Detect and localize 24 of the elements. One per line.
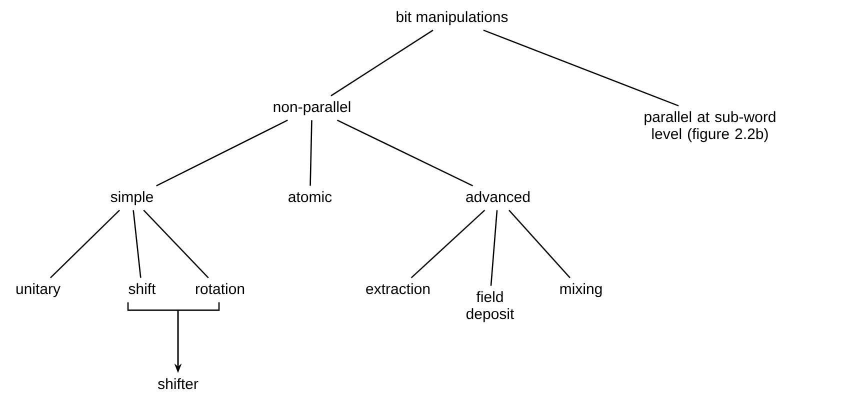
tree-line	[310, 120, 312, 186]
tree-line	[143, 210, 209, 278]
category-label: advanced	[466, 191, 530, 202]
category-label: unitary	[16, 283, 60, 298]
tree-line	[50, 210, 120, 278]
category-label: shift	[128, 283, 156, 294]
tree-line	[330, 30, 434, 96]
category-label: rotation	[196, 283, 244, 294]
tree-line	[490, 210, 498, 286]
tree-line	[508, 210, 570, 278]
category-label: bit manipulations	[396, 11, 508, 26]
tree-line	[410, 210, 486, 278]
category-label: field deposit	[466, 291, 514, 322]
category-label: non-parallel	[274, 101, 350, 116]
tree-line	[132, 210, 142, 278]
category-label: shifter	[158, 378, 198, 390]
tree-line	[483, 30, 679, 106]
tree-line	[156, 120, 288, 186]
category-label: atomic	[288, 191, 332, 202]
category-label: mixing	[560, 283, 602, 298]
tree-line	[336, 120, 474, 186]
category-label: parallel at sub-word level (figure 2.2b)	[644, 111, 776, 142]
category-label: extraction	[366, 283, 430, 294]
category-label: simple	[110, 191, 153, 206]
